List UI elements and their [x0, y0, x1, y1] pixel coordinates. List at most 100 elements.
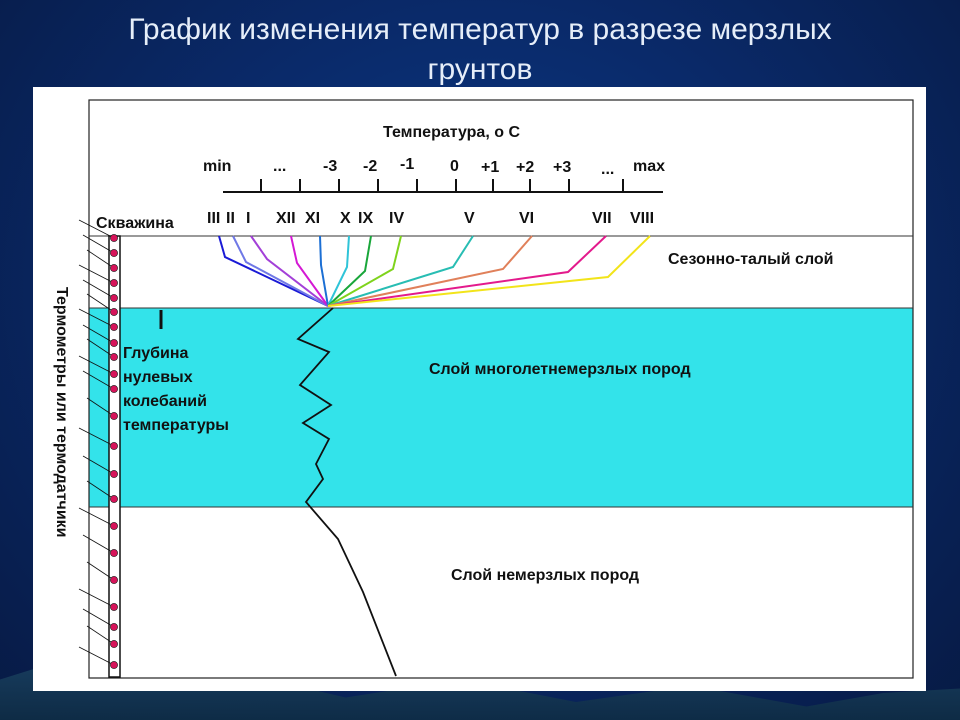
month-label: VIII: [630, 210, 654, 227]
scale-label: +2: [516, 159, 534, 176]
sensor-dot: [110, 339, 118, 347]
sensor-dot: [110, 661, 118, 669]
month-label: V: [464, 210, 475, 227]
sensor-dot: [110, 323, 118, 331]
sensor-dot: [110, 385, 118, 393]
scale-label: +3: [553, 159, 571, 176]
temperature-curve: [327, 235, 533, 307]
scale-label: max: [633, 158, 665, 175]
temperature-curve: [250, 235, 329, 307]
leader-line: [82, 608, 115, 628]
sensor-dot: [110, 522, 118, 530]
permafrost-layer-label: Слой многолетнемерзлых пород: [429, 361, 691, 378]
temperature-curve: [327, 235, 651, 307]
sensor-dot: [110, 308, 118, 316]
leader-line: [78, 308, 115, 328]
scale-label: ...: [273, 158, 286, 175]
sensor-dot: [110, 470, 118, 478]
permafrost-layer-band: [89, 308, 913, 507]
slide-title: График изменения температур в разрезе ме…: [0, 10, 960, 90]
unfrozen-layer-label: Слой немерзлых пород: [451, 567, 639, 584]
month-label: XI: [305, 210, 320, 227]
thermometers-label: Термометры или термодатчики: [53, 287, 70, 538]
leader-line: [82, 234, 115, 254]
scale-label: ...: [601, 161, 614, 178]
leader-line: [78, 427, 115, 447]
scale-label: +1: [481, 159, 499, 176]
leader-line: [78, 588, 115, 608]
sensor-dot: [110, 294, 118, 302]
scale-label: 0: [450, 158, 459, 175]
thermometer-sensors: [110, 234, 118, 669]
sensor-dot: [110, 603, 118, 611]
leader-line: [82, 370, 115, 390]
temperature-curve: [218, 235, 329, 307]
temperature-curve: [327, 235, 402, 307]
scale-label: min: [203, 158, 231, 175]
leader-line: [78, 507, 115, 527]
leader-line: [86, 397, 115, 417]
diagram-frame: [88, 99, 914, 679]
month-label: II: [226, 210, 235, 227]
leader-line: [78, 646, 115, 666]
scale-label: -1: [400, 156, 414, 173]
sensor-dot: [110, 353, 118, 361]
scale-label: -2: [363, 158, 377, 175]
temperature-curve: [327, 235, 607, 307]
sensor-dot: [110, 370, 118, 378]
zero-amplitude-line: [296, 307, 397, 677]
month-label: VI: [519, 210, 534, 227]
active-layer-label: Сезонно-талый слой: [668, 251, 834, 268]
title-line-1: График изменения температур в разрезе ме…: [128, 13, 832, 46]
zero-depth-label-line: Глубина: [123, 345, 189, 362]
month-label: X: [340, 210, 351, 227]
leader-line: [82, 534, 115, 554]
sensor-dot: [110, 442, 118, 450]
zero-depth-label-line: температуры: [123, 417, 229, 434]
temperature-curve: [232, 235, 329, 307]
sensor-dot: [110, 640, 118, 648]
title-line-2: грунтов: [427, 53, 533, 86]
sensor-dot: [110, 234, 118, 242]
temperature-curve: [290, 235, 329, 307]
sensor-dot: [110, 549, 118, 557]
month-label: IX: [358, 210, 373, 227]
zero-depth-label-line: колебаний: [123, 393, 207, 410]
temperature-curves: [218, 235, 651, 307]
borehole-label: Скважина: [96, 215, 174, 232]
leader-line: [86, 625, 115, 645]
zero-depth-label-line: нулевых: [123, 369, 193, 386]
leader-line: [82, 324, 115, 344]
sensor-dot: [110, 412, 118, 420]
axis-title: Температура, о С: [383, 124, 520, 141]
leader-line: [86, 249, 115, 269]
month-label: XII: [276, 210, 296, 227]
sensor-dot: [110, 249, 118, 257]
leader-line: [82, 279, 115, 299]
leader-line: [86, 293, 115, 313]
leader-line: [78, 355, 115, 375]
month-label: VII: [592, 210, 612, 227]
sensor-dot: [110, 576, 118, 584]
month-label: IV: [389, 210, 404, 227]
sensor-dot: [110, 279, 118, 287]
month-label: I: [246, 210, 250, 227]
sensor-dot: [110, 264, 118, 272]
leader-line: [82, 455, 115, 475]
temperature-curve: [327, 235, 372, 307]
sensor-dot: [110, 495, 118, 503]
leader-line: [78, 219, 115, 239]
zero-depth-label: Глубина нулевых колебаний температуры: [123, 345, 229, 434]
temperature-curve: [319, 235, 329, 307]
leader-line: [86, 480, 115, 500]
scale-ticks: [260, 179, 624, 192]
month-label: III: [207, 210, 220, 227]
leader-line: [78, 264, 115, 284]
leader-line: [86, 561, 115, 581]
temperature-curve: [327, 235, 350, 307]
temperature-curve: [327, 235, 474, 307]
